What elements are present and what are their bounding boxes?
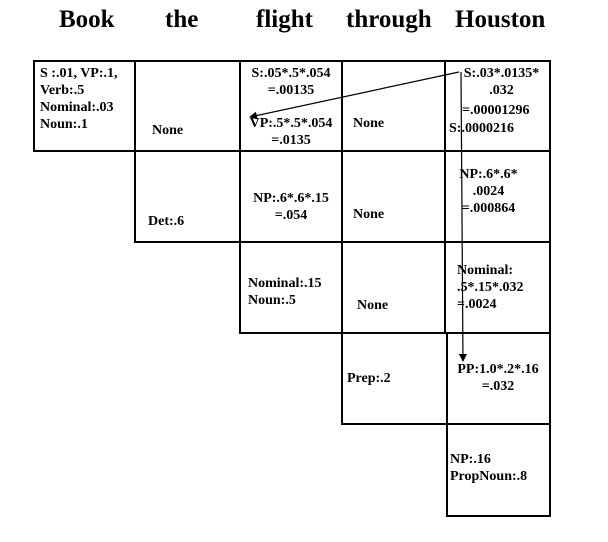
cell-0-4-top-text: S:.03*.0135* .032	[463, 66, 540, 98]
cell-0-4-mid-text: =.00001296	[462, 103, 530, 118]
cell-0-2-top-text: S:.05*.5*.054 =.00135	[251, 66, 331, 98]
cell-1-2-text: NP:.6*.6*.15 =.054	[253, 191, 329, 223]
cell-0-4-bottom-text: S:.0000216	[449, 121, 514, 136]
cell-2-4-text: Nominal: .5*.15*.032 =.0024	[457, 263, 524, 312]
cell-0-1: None	[134, 60, 241, 152]
arrow-to-pp	[458, 71, 467, 362]
cell-1-1-text: Det:.6	[148, 214, 185, 229]
cell-4-4: NP:.16 PropNoun:.8	[446, 423, 551, 517]
cell-2-2-text: Nominal:.15 Noun:.5	[248, 276, 322, 308]
cell-0-2-bottom-text: VP:.5*.5*.054 =.0135	[249, 116, 333, 148]
cell-1-4-text: NP:.6*.6* .0024 =.000864	[459, 167, 518, 216]
cell-1-3-text: None	[353, 207, 385, 222]
cell-2-3: None	[341, 241, 446, 334]
cell-0-0: S :.01, VP:.1, Verb:.5 Nominal:.03 Noun:…	[33, 60, 136, 152]
cell-4-4-text: NP:.16 PropNoun:.8	[450, 452, 528, 484]
word-houston: Houston	[455, 6, 546, 33]
word-book: Book	[59, 6, 115, 33]
cell-0-0-text: S :.01, VP:.1, Verb:.5 Nominal:.03 Noun:…	[40, 66, 118, 132]
cell-2-2: Nominal:.15 Noun:.5	[239, 241, 343, 334]
cell-0-1-text: None	[152, 123, 184, 138]
cell-1-2: NP:.6*.6*.15 =.054	[239, 150, 343, 243]
word-flight: flight	[256, 6, 313, 33]
word-through: through	[346, 6, 432, 33]
cell-3-4-text: PP:1.0*.2*.16 =.032	[457, 362, 539, 394]
word-the: the	[165, 6, 199, 33]
cell-0-3: None	[341, 60, 446, 152]
cell-2-3-text: None	[357, 298, 389, 313]
arrow-to-vp	[249, 71, 460, 120]
cell-0-3-text: None	[353, 116, 385, 131]
cell-3-3-text: Prep:.2	[347, 371, 391, 386]
cell-3-3: Prep:.2	[341, 332, 448, 425]
